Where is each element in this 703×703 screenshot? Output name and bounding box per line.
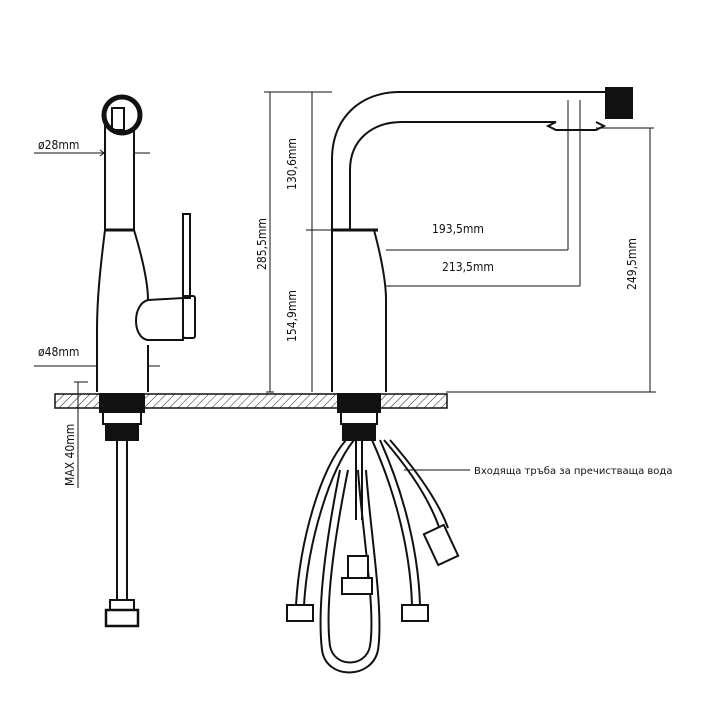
label-upper-height: 130,6mm bbox=[285, 138, 299, 190]
label-d-base: ø48mm bbox=[38, 345, 79, 359]
label-outlet-height: 249,5mm bbox=[625, 238, 639, 290]
swivel-ring bbox=[101, 94, 143, 136]
dim-max-thickness bbox=[74, 381, 88, 488]
label-max-thickness: MAX 40mm bbox=[63, 424, 77, 486]
label-lower-height: 154,9mm bbox=[285, 290, 299, 342]
supply-hoses bbox=[286, 439, 460, 674]
label-total-height: 285,5mm bbox=[255, 218, 269, 270]
label-reach-long: 213,5mm bbox=[442, 260, 494, 274]
label-d-handle: ø28mm bbox=[38, 138, 79, 152]
label-inlet-hose: Входяща тръба за пречистваща вода bbox=[474, 466, 672, 477]
label-reach-short: 193,5mm bbox=[432, 222, 484, 236]
side-view-faucet bbox=[96, 94, 196, 628]
dimension-lines-front bbox=[264, 91, 656, 393]
dim-handle-diameter bbox=[34, 149, 150, 157]
front-view-faucet bbox=[331, 87, 633, 441]
